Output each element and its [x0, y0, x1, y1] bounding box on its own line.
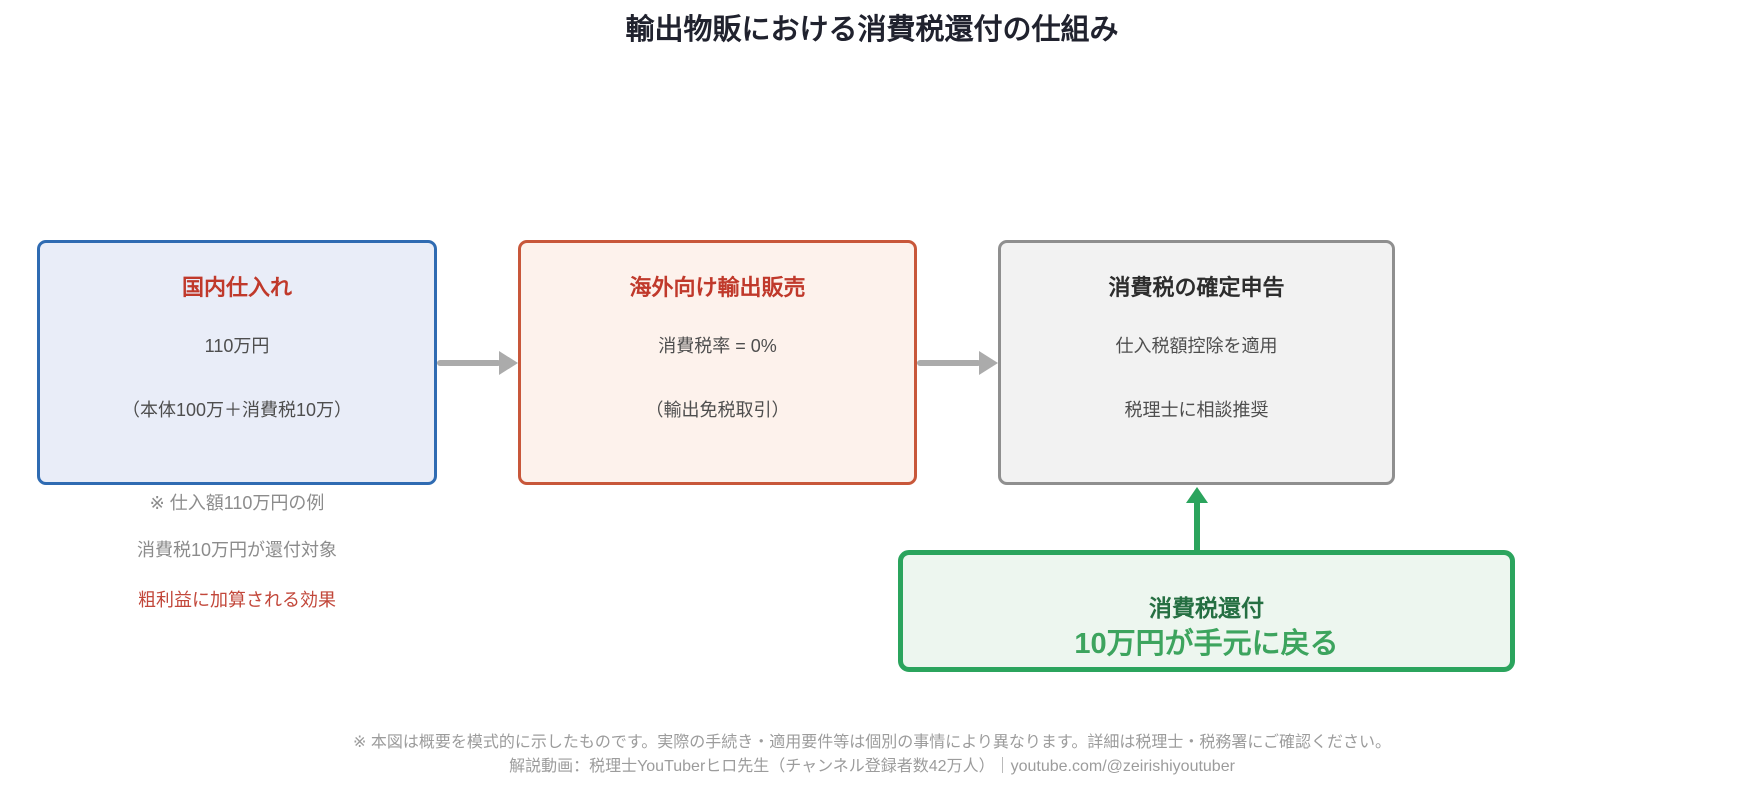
- box-line-tax-rate: 消費税率 = 0%: [658, 336, 777, 356]
- footer-disclaimer: ※ 本図は概要を模式的に示したものです。実際の手続き・適用要件等は個別の事情によ…: [352, 734, 1391, 751]
- flow-arrow-2-right-icon: [979, 351, 998, 375]
- note-gross-profit-effect: 粗利益に加算される効果: [138, 590, 336, 610]
- refund-arrow-up-icon: [1186, 487, 1208, 503]
- flow-box-domestic-purchase: 国内仕入れ 110万円 （本体100万＋消費税10万）: [37, 240, 437, 485]
- refund-box: 消費税還付 10万円が手元に戻る: [898, 550, 1515, 672]
- flow-arrow-1-shaft: [437, 360, 501, 366]
- refund-arrow-shaft: [1194, 501, 1200, 550]
- box-line-purchase-breakdown: （本体100万＋消費税10万）: [121, 400, 353, 420]
- box-line-consult-accountant: 税理士に相談推奨: [1124, 400, 1269, 420]
- flow-box-export-sales: 海外向け輸出販売 消費税率 = 0% （輸出免税取引）: [518, 240, 917, 485]
- box-line-purchase-amount: 110万円: [204, 336, 270, 356]
- flow-box-tax-return-filing: 消費税の確定申告 仕入税額控除を適用 税理士に相談推奨: [998, 240, 1395, 485]
- box-title-tax-return-filing: 消費税の確定申告: [1108, 275, 1285, 300]
- refund-box-subtitle: 10万円が手元に戻る: [1074, 628, 1339, 660]
- refund-box-title: 消費税還付: [1149, 595, 1264, 621]
- note-example-amount: ※ 仕入額110万円の例: [149, 493, 325, 513]
- flow-arrow-1-right-icon: [499, 351, 518, 375]
- box-title-export-sales: 海外向け輸出販売: [629, 275, 806, 300]
- footer-credit: 解説動画：税理士YouTuberヒロ先生（チャンネル登録者数42万人）｜yout…: [509, 758, 1235, 775]
- note-refund-target: 消費税10万円が還付対象: [136, 540, 338, 560]
- flow-arrow-2-shaft: [917, 360, 981, 366]
- diagram-title: 輸出物販における消費税還付の仕組み: [625, 14, 1119, 46]
- box-line-exempt-transaction: （輸出免税取引）: [645, 400, 790, 420]
- box-title-domestic-purchase: 国内仕入れ: [181, 275, 292, 300]
- box-line-deduction-applied: 仕入税額控除を適用: [1115, 336, 1278, 356]
